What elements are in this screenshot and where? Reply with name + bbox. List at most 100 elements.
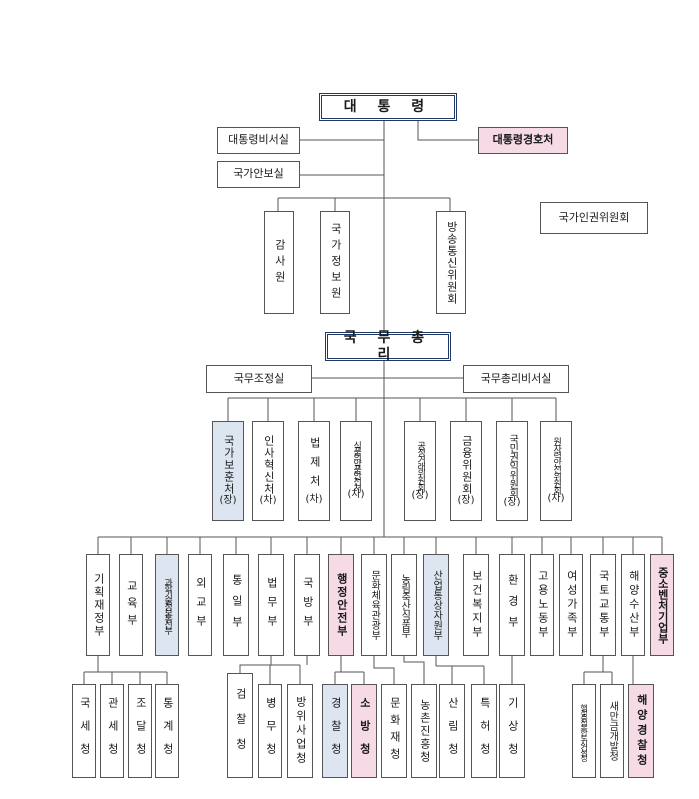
agency-6-label: 병무청	[264, 696, 278, 766]
pm-agency-5-label: 공정거래위원회	[415, 440, 426, 490]
ministry-7-label: 국방부	[301, 576, 315, 634]
human-rights-box: 국가인권위원회	[540, 202, 648, 234]
ministry-3-label: 과학기술정보통신부	[162, 578, 173, 632]
pm-secretariat-box: 국무총리비서실	[463, 365, 569, 393]
ministry-13: 환경부	[499, 554, 525, 656]
agency-1-label: 국세청	[78, 696, 92, 766]
agency-1: 국세청	[72, 684, 96, 778]
pm-agency-1: 국가보훈처(장)	[212, 421, 244, 521]
pm-agency-4-rank: (차)	[347, 489, 365, 501]
pm-agency-7: 국민권익위원회(장)	[496, 421, 528, 521]
agency-17-label: 해양경찰청	[635, 693, 649, 769]
pm-agency-8-label: 원자력안전위원회	[551, 437, 562, 494]
ministry-5-label: 통일부	[230, 573, 244, 637]
ministry-7: 국방부	[294, 554, 320, 656]
ministry-15: 여성가족부	[559, 554, 583, 656]
agency-17: 해양경찰청	[628, 684, 654, 778]
security-service-label: 대통령경호처	[492, 133, 554, 147]
human-rights-label: 국가인권위원회	[558, 210, 630, 224]
prime-minister-box: 국 무 총 리	[325, 330, 451, 363]
pm-agency-8: 원자력안전위원회(차)	[540, 421, 572, 521]
ministry-4-label: 외교부	[194, 576, 208, 634]
agency-5-label: 검찰청	[234, 688, 248, 763]
agency-4: 통계청	[155, 684, 179, 778]
agency-9: 소방청	[351, 684, 377, 778]
ministry-2-label: 교육부	[125, 579, 139, 631]
agency-12: 산림청	[439, 684, 465, 778]
agency-4-label: 통계청	[161, 696, 175, 766]
agency-3-label: 조달청	[134, 696, 148, 766]
ministry-17-label: 해양수산부	[627, 570, 641, 640]
ministry-5: 통일부	[223, 554, 249, 656]
agency-10: 문화재청	[381, 684, 407, 778]
pm-agency-3: 법제처(차)	[298, 421, 330, 521]
agency-11-label: 농촌진흥청	[418, 698, 432, 764]
pm-agency-4: 식품의약품안전처(차)	[340, 421, 372, 521]
ministry-9: 문화체육관광부	[361, 554, 387, 656]
president-label: 대 통 령	[343, 98, 433, 115]
ministry-3: 과학기술정보통신부	[155, 554, 179, 656]
ministry-18-label: 중소벤처기업부	[656, 566, 670, 644]
ministry-12-label: 보건복지부	[470, 570, 484, 640]
pm-agency-8-rank: (차)	[547, 493, 565, 505]
agency-2: 관세청	[100, 684, 124, 778]
ministry-16: 국토교통부	[590, 554, 616, 656]
ministry-8-label: 행정안전부	[335, 572, 349, 638]
ministry-17: 해양수산부	[621, 554, 645, 656]
coordination-label: 국무조정실	[233, 371, 285, 385]
pm-agency-2: 인사혁신처(차)	[252, 421, 284, 521]
secretariat-label: 대통령비서실	[228, 133, 289, 147]
prime-minister-label: 국 무 총 리	[343, 330, 433, 363]
pm-secretariat-label: 국무총리비서실	[480, 371, 552, 385]
ministry-11-label: 산업통상자원부	[430, 570, 442, 640]
ministry-12: 보건복지부	[463, 554, 489, 656]
pm-agency-6-label: 금융위원회	[460, 435, 474, 496]
ministry-14: 고용노동부	[530, 554, 554, 656]
pm-agency-1-rank: (장)	[219, 495, 237, 507]
agency-7-label: 방위사업청	[294, 696, 308, 766]
ministry-1: 기획재정부	[86, 554, 110, 656]
agency-13-label: 특허청	[478, 696, 492, 766]
ministry-15-label: 여성가족부	[565, 570, 579, 640]
agency-11: 농촌진흥청	[411, 684, 437, 778]
agency-7: 방위사업청	[287, 684, 313, 778]
pm-agency-5-rank: (장)	[411, 489, 429, 501]
ministry-18: 중소벤처기업부	[650, 554, 674, 656]
pm-agency-5: 공정거래위원회(장)	[404, 421, 436, 521]
ministry-10: 농림축산식품부	[391, 554, 417, 656]
president-agency-3: 방송통신위원회	[436, 211, 466, 314]
pm-agency-2-label: 인사혁신처	[262, 435, 276, 496]
agency-12-label: 산림청	[446, 696, 460, 766]
agency-13: 특허청	[471, 684, 497, 778]
coordination-box: 국무조정실	[206, 365, 312, 393]
pm-agency-6-rank: (장)	[457, 495, 475, 507]
pm-agency-2-rank: (차)	[259, 495, 277, 507]
ministry-4: 외교부	[188, 554, 212, 656]
ministry-10-label: 농림축산식품부	[398, 573, 410, 637]
ministry-16-label: 국토교통부	[597, 570, 611, 640]
pm-agency-3-label: 법제처	[308, 436, 322, 494]
president-box: 대 통 령	[319, 93, 457, 121]
agency-2-label: 관세청	[106, 696, 120, 766]
ministry-8: 행정안전부	[328, 554, 354, 656]
security-office-label: 국가안보실	[233, 167, 284, 181]
pm-agency-3-rank: (차)	[305, 493, 323, 505]
president-agency-3-label: 방송통신위원회	[445, 220, 459, 305]
agency-15-label: 행정중심복합도시건설청	[579, 703, 589, 759]
agency-5: 검찰청	[227, 673, 253, 778]
agency-3: 조달청	[128, 684, 152, 778]
secretariat-box: 대통령비서실	[217, 127, 300, 154]
agency-6: 병무청	[258, 684, 282, 778]
pm-agency-7-rank: (장)	[503, 496, 521, 508]
pm-agency-6: 금융위원회(장)	[450, 421, 482, 521]
pm-agency-7-label: 국민권익위원회	[506, 433, 518, 497]
ministry-2: 교육부	[119, 554, 143, 656]
ministry-9-label: 문화체육관광부	[368, 570, 380, 640]
pm-agency-1-label: 국가보훈처	[222, 435, 236, 496]
security-service-box: 대통령경호처	[478, 127, 568, 154]
agency-9-label: 소방청	[358, 696, 372, 766]
ministry-6: 법무부	[258, 554, 284, 656]
pm-agency-4-label: 식품의약품안전처	[351, 441, 362, 490]
agency-14-label: 기상청	[506, 696, 520, 766]
